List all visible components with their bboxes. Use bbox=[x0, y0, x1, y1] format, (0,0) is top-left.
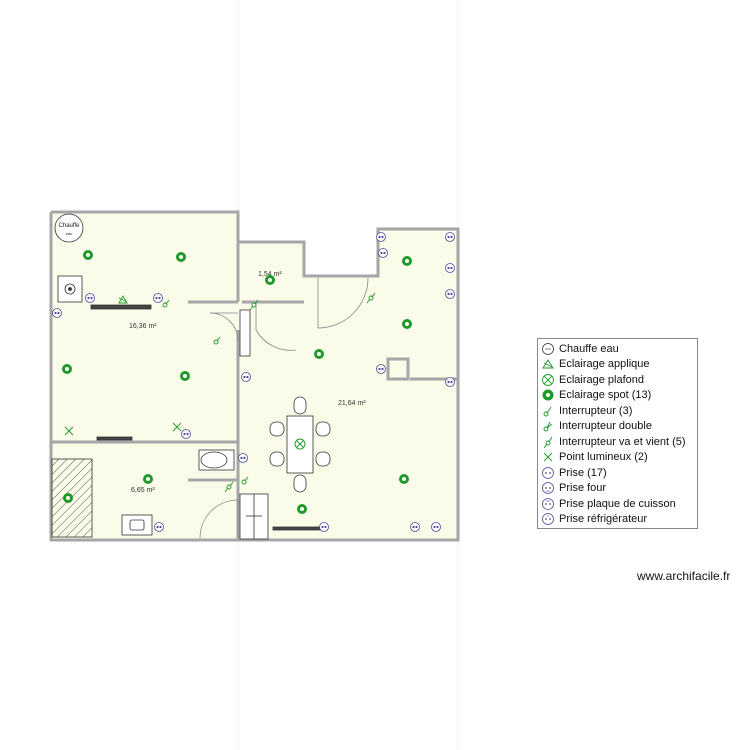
legend-label: Chauffe eau bbox=[559, 342, 619, 355]
point-lumineux-icon bbox=[64, 426, 74, 436]
eclairage-spot-icon bbox=[399, 474, 409, 484]
interrupteur-icon bbox=[543, 406, 552, 417]
prise-icon bbox=[376, 232, 386, 242]
outlets bbox=[52, 232, 455, 532]
eclairage-spot-icon bbox=[542, 389, 554, 401]
interrupteur-va-et-vient-icon bbox=[224, 481, 234, 493]
prise-icon bbox=[181, 429, 191, 439]
room-area-label: 1,54 m² bbox=[258, 271, 282, 278]
prise-icon bbox=[410, 522, 420, 532]
legend-label: Interrupteur (3) bbox=[559, 404, 633, 417]
interrupteur-va-et-vient-icon bbox=[249, 299, 259, 311]
legend-item: Prise réfrigérateur bbox=[538, 512, 698, 528]
legend-item: Prise four bbox=[538, 481, 698, 497]
legend-label: Eclairage applique bbox=[559, 358, 650, 371]
eclairage-plafond-icon bbox=[294, 438, 306, 450]
interrupteur-icon bbox=[213, 336, 221, 345]
chauffe-eau-icon bbox=[542, 342, 554, 355]
eclairage-spot-icon bbox=[180, 371, 190, 381]
room-area-label: 6,65 m² bbox=[131, 487, 155, 494]
legend-label: Eclairage spot (13) bbox=[559, 389, 652, 402]
eclairage-applique-icon bbox=[118, 295, 128, 304]
prise-plaque-cuisson-icon bbox=[542, 497, 554, 510]
eclairage-spot-icon bbox=[83, 250, 93, 260]
legend-label: Interrupteur double bbox=[559, 420, 652, 433]
interrupteur-icon bbox=[241, 476, 249, 485]
point-lumineux-icon bbox=[172, 422, 182, 432]
legend: Chauffe eau Eclairage applique Eclairage… bbox=[537, 338, 698, 529]
legend-item: Point lumineux (2) bbox=[538, 450, 698, 466]
legend-item: Eclairage applique bbox=[538, 357, 698, 373]
legend-label: Prise four bbox=[559, 482, 607, 495]
legend-item: Eclairage plafond bbox=[538, 372, 698, 388]
prise-icon bbox=[445, 289, 455, 299]
legend-item: Interrupteur va et vient (5) bbox=[538, 434, 698, 450]
eclairage-plafond-icon bbox=[542, 373, 554, 386]
prise-icon bbox=[445, 377, 455, 387]
legend-item: Chauffe eau bbox=[538, 341, 698, 357]
prise-icon bbox=[378, 248, 388, 258]
prise-icon bbox=[376, 364, 386, 374]
eclairage-applique-icon bbox=[542, 359, 554, 369]
room-area-label: 21,64 m² bbox=[338, 400, 366, 407]
prise-icon bbox=[241, 372, 251, 382]
watermark: www.archifacile.fr bbox=[637, 569, 731, 583]
legend-item: Prise plaque de cuisson bbox=[538, 496, 698, 512]
prise-icon bbox=[431, 522, 441, 532]
eclairage-spot-icon bbox=[402, 256, 412, 266]
legend-label: Interrupteur va et vient (5) bbox=[559, 435, 686, 448]
legend-item: Interrupteur double bbox=[538, 419, 698, 435]
prise-icon bbox=[153, 293, 163, 303]
prise-four-icon bbox=[542, 482, 554, 495]
legend-item: Prise (17) bbox=[538, 465, 698, 481]
legend-label: Prise (17) bbox=[559, 466, 607, 479]
switches bbox=[162, 292, 376, 493]
floor-areas bbox=[51, 212, 458, 540]
eclairage-spot-icon bbox=[176, 252, 186, 262]
chauffe-eau-label: Chauffe bbox=[59, 223, 81, 229]
prise-icon bbox=[154, 522, 164, 532]
interrupteur-icon bbox=[162, 299, 170, 308]
eclairage-spot-icon bbox=[314, 349, 324, 359]
legend-label: Prise réfrigérateur bbox=[559, 513, 648, 526]
chauffe-eau-sub: eau bbox=[66, 231, 73, 236]
eclairage-spot-icon bbox=[402, 319, 412, 329]
prise-icon bbox=[445, 232, 455, 242]
prise-refrigerateur-icon bbox=[542, 513, 554, 526]
point-lumineux bbox=[64, 422, 182, 436]
legend-item: Interrupteur (3) bbox=[538, 403, 698, 419]
legend-item: Eclairage spot (13) bbox=[538, 388, 698, 404]
interrupteur-double-icon bbox=[543, 422, 553, 432]
prise-icon bbox=[238, 453, 248, 463]
eclairage-spot-icon bbox=[265, 275, 275, 285]
prise-icon bbox=[319, 522, 329, 532]
spot-lights bbox=[62, 250, 412, 514]
eclairage-spot-icon bbox=[143, 474, 153, 484]
prise-icon bbox=[52, 308, 62, 318]
prise-icon bbox=[85, 293, 95, 303]
eclairage-spot-icon bbox=[63, 493, 73, 503]
prise-icon bbox=[445, 263, 455, 273]
legend-label: Prise plaque de cuisson bbox=[559, 497, 676, 510]
prise-icon bbox=[542, 466, 554, 479]
chauffe-eau: Chauffe eau bbox=[54, 213, 84, 243]
legend-label: Eclairage plafond bbox=[559, 373, 645, 386]
doors bbox=[199, 277, 369, 539]
legend-label: Point lumineux (2) bbox=[559, 451, 648, 464]
interrupteur-va-et-vient-icon bbox=[366, 292, 376, 304]
point-lumineux-icon bbox=[543, 452, 553, 462]
eclairage-spot-icon bbox=[62, 364, 72, 374]
interrupteur-va-et-vient-icon bbox=[543, 436, 553, 449]
room-area-label: 16,36 m² bbox=[129, 323, 157, 330]
eclairage-spot-icon bbox=[297, 504, 307, 514]
